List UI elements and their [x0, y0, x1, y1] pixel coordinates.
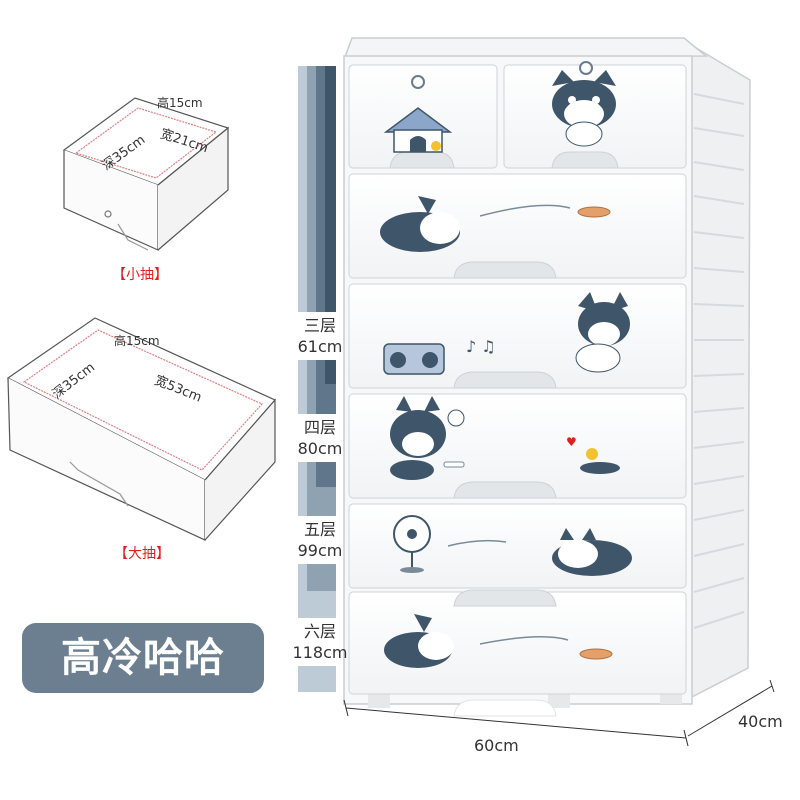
large-drawer-drawing: [6, 317, 276, 541]
height-bars: [290, 66, 352, 692]
svg-text:♥: ♥: [566, 435, 577, 449]
tier-5-label: 五层 99cm: [284, 519, 356, 561]
small-drawer-caption: 【小抽】: [112, 267, 168, 283]
husky-face-icon: [552, 70, 616, 147]
husky-singing-icon: [575, 292, 630, 373]
tier-5-name: 五层: [303, 520, 336, 539]
tier-6-height: 118cm: [292, 643, 348, 662]
large-drawer-height: 高15cm: [114, 334, 160, 348]
tier-3-label: 三层 61cm: [284, 315, 356, 357]
large-drawer-caption: 【大抽】: [114, 546, 170, 562]
svg-text:♪ ♫: ♪ ♫: [466, 337, 496, 356]
cartoon-decorations: ♪ ♫ ♥: [380, 70, 632, 668]
radio-icon: ♪ ♫: [383, 337, 496, 375]
tier-4-name: 四层: [303, 418, 336, 437]
doghouse-icon: [383, 107, 453, 153]
tier-3-height: 61cm: [297, 337, 343, 356]
tier-4-height: 80cm: [297, 439, 343, 458]
product-name-badge: [22, 623, 264, 693]
tier-4-label: 四层 80cm: [284, 417, 356, 459]
dimension-lines: [343, 679, 775, 747]
husky-sitting-icon: ♥: [390, 396, 620, 480]
fan-icon: [393, 515, 507, 573]
tier-3-name: 三层: [303, 316, 336, 335]
husky-sleeping-icon: [552, 528, 632, 576]
small-drawer-height: 高15cm: [157, 96, 203, 110]
small-drawer-drawing: [62, 97, 230, 251]
tier-6-label: 六层 118cm: [282, 621, 358, 663]
tier-5-height: 99cm: [297, 541, 343, 560]
product-name: 高冷哈哈: [61, 635, 225, 681]
tier-6-name: 六层: [303, 622, 336, 641]
depth-dimension: 40cm: [738, 712, 783, 731]
width-dimension: 60cm: [474, 736, 519, 755]
husky-running-icon: [380, 196, 611, 252]
husky-running-2-icon: [384, 614, 613, 668]
